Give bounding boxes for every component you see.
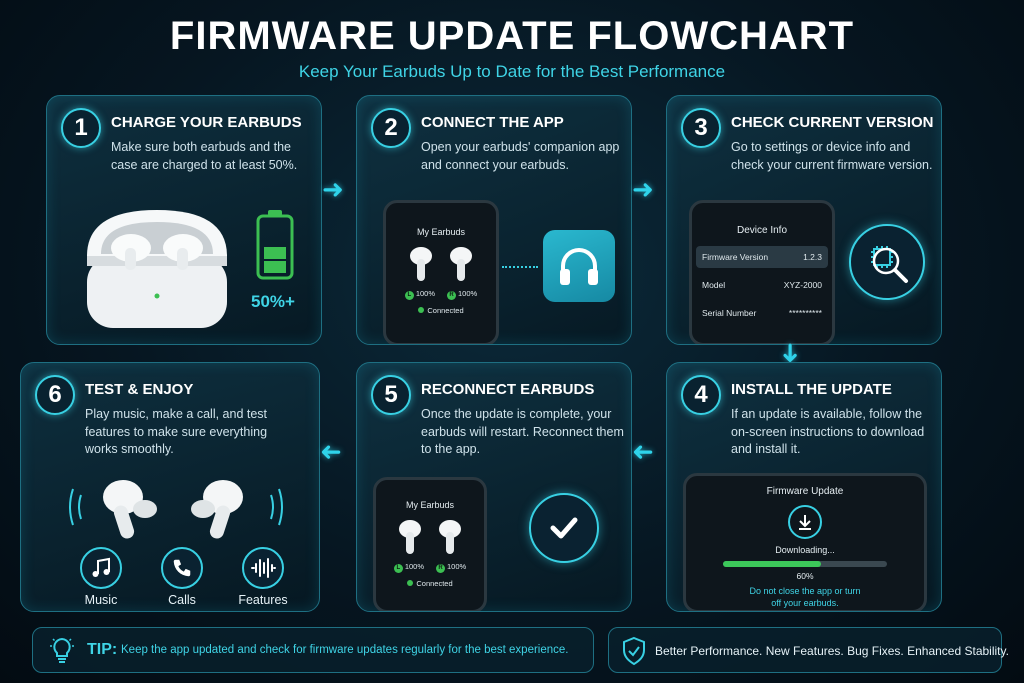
screen-header: My Earbuds [405, 500, 455, 510]
download-status: Downloading... [775, 545, 835, 555]
lightbulb-icon [50, 637, 74, 663]
dotted-connector [502, 266, 538, 268]
feature-music: Music [66, 547, 136, 607]
step-5-card: 5 RECONNECT EARBUDS Once the update is c… [356, 362, 632, 612]
benefits-text: Better Performance. New Features. Bug Fi… [655, 644, 1009, 658]
arrow-left-icon: ➜ [632, 438, 654, 468]
step-description: Play music, make a call, and test featur… [85, 407, 268, 456]
battery-icon [256, 210, 294, 280]
step-number: 4 [681, 375, 721, 415]
step-description: Go to settings or device info and check … [731, 140, 933, 172]
chip-magnifier-icon [849, 224, 925, 300]
connection-status: Connected [386, 306, 496, 315]
headphones-app-icon [543, 230, 615, 302]
battery-label: 50%+ [251, 292, 295, 311]
step-description: Once the update is complete, your earbud… [421, 407, 624, 456]
step-title: CHARGE YOUR EARBUDS [111, 114, 302, 131]
connection-status: Connected [376, 579, 484, 588]
screen-header: Device Info [736, 225, 788, 236]
progress-label: 60% [796, 571, 814, 581]
step-title: INSTALL THE UPDATE [731, 381, 892, 398]
arrow-down-icon: ➜ [775, 342, 806, 364]
arrow-left-icon: ➜ [320, 438, 342, 468]
shield-check-icon [623, 636, 645, 666]
step-title: TEST & ENJOY [85, 381, 194, 398]
download-icon [788, 505, 822, 539]
arrow-right-icon: ➜ [322, 174, 344, 204]
step-number: 5 [371, 375, 411, 415]
earbud-icon [399, 520, 421, 554]
earbuds-row [376, 520, 484, 554]
progress-fill [723, 561, 822, 567]
earbud-icon [410, 247, 432, 281]
music-note-icon [80, 547, 122, 589]
arrow-right-icon: ➜ [632, 174, 654, 204]
step-number: 3 [681, 108, 721, 148]
tip-banner: TIP: Keep the app updated and check for … [32, 627, 594, 673]
feature-calls: Calls [147, 547, 217, 607]
phone-screen: Firmware Update Downloading... 60% Do no… [683, 473, 927, 611]
info-row-serial: Serial Number********** [702, 308, 822, 318]
page-subtitle: Keep Your Earbuds Up to Date for the Bes… [298, 62, 726, 81]
tip-text: Keep the app updated and check for firmw… [121, 644, 569, 656]
step-number: 6 [35, 375, 75, 415]
step-4-card: 4 INSTALL THE UPDATE If an update is ava… [666, 362, 942, 612]
screen-header: Firmware Update [766, 486, 844, 497]
step-3-card: 3 CHECK CURRENT VERSION Go to settings o… [666, 95, 942, 345]
step-title: RECONNECT EARBUDS [421, 381, 595, 398]
earbud-icon [439, 520, 461, 554]
step-description: Open your earbuds' companion app and con… [421, 140, 620, 172]
step-description: Make sure both earbuds and the case are … [111, 140, 298, 172]
checkmark-icon [529, 493, 599, 563]
step-title: CHECK CURRENT VERSION [731, 114, 934, 131]
earbuds-case-illustration [87, 210, 227, 328]
earbud-icon [450, 247, 472, 281]
step-number: 2 [371, 108, 411, 148]
step-number: 1 [61, 108, 101, 148]
earbuds-illustration [69, 480, 283, 539]
screen-header: My Earbuds [416, 227, 466, 237]
page-title: FIRMWARE UPDATE FLOWCHART [169, 14, 855, 58]
earbuds-row [386, 247, 496, 281]
warning-text: Do not close the app or turn off your ea… [749, 586, 861, 608]
step-title: CONNECT THE APP [421, 114, 564, 131]
tip-label: TIP: [87, 641, 118, 658]
benefits-banner: Better Performance. New Features. Bug Fi… [608, 627, 1009, 673]
feature-features: Features [228, 547, 298, 607]
phone-icon [161, 547, 203, 589]
step-1-card: 1 CHARGE YOUR EARBUDS Make sure both ear… [46, 95, 322, 345]
step-2-card: 2 CONNECT THE APP Open your earbuds' com… [356, 95, 632, 345]
step-6-card: 6 TEST & ENJOY Play music, make a call, … [20, 362, 320, 612]
progress-bar [723, 561, 887, 567]
step-description: If an update is available, follow the on… [731, 407, 925, 456]
waveform-icon [242, 547, 284, 589]
